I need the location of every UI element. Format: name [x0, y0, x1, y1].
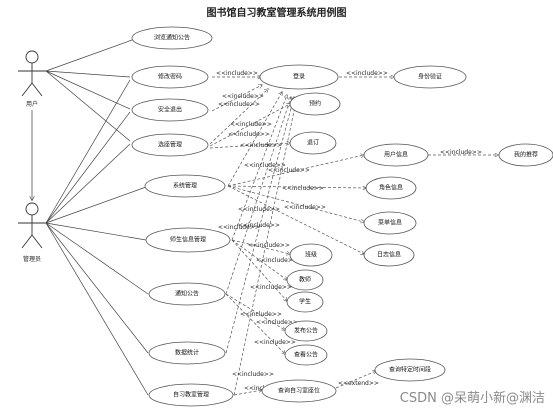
svg-text:查询特定时间段: 查询特定时间段 [389, 366, 431, 374]
usecase-log-info: 日志信息 [363, 243, 415, 267]
svg-text:查看公告: 查看公告 [294, 351, 318, 359]
include-label: <<include>> [238, 222, 280, 229]
include-label: <<include>> [284, 204, 326, 211]
usecase-teacher: 教师 [286, 269, 324, 291]
include-labels: <<include>> <<include>> <<include>> <<in… [216, 70, 482, 392]
watermark: CSDN @呆萌小新@渊洁 [399, 391, 545, 406]
usecase-query-seat: 查询自习室座位 [261, 379, 337, 403]
include-label: <<include>> [268, 167, 310, 174]
include-label: <<include>> [244, 162, 286, 169]
usecase-identity-verification: 身份验证 [393, 65, 467, 89]
actor-admin [18, 202, 46, 249]
include-label: <<include>> [256, 257, 298, 264]
usecase-student: 学生 [286, 291, 324, 313]
svg-text:教师: 教师 [299, 276, 311, 284]
usecase-login: 登录 [259, 64, 339, 90]
actor-user-label: 用户 [26, 100, 38, 108]
usecase-teacher-student-info: 师生信息管理 [145, 227, 231, 253]
usecase-notice-browse: 浏览通知公告 [131, 26, 213, 50]
usecase-view-notice: 查看公告 [284, 344, 328, 366]
usecase-seat-management: 选座管理 [131, 133, 209, 157]
svg-text:菜单信息: 菜单信息 [378, 219, 402, 227]
include-label: <<include>> [238, 206, 280, 213]
include-label: <<include>> [248, 242, 290, 249]
svg-text:查询自习室座位: 查询自习室座位 [278, 387, 320, 395]
svg-text:发布公告: 发布公告 [294, 327, 318, 335]
actor-user [18, 50, 46, 97]
include-label: <<include>> [240, 311, 282, 318]
svg-text:修改密码: 修改密码 [158, 73, 182, 81]
usecase-my-recommendation: 我的推荐 [498, 143, 553, 167]
extend-label: <<extend>> [338, 380, 379, 387]
svg-text:浏览通知公告: 浏览通知公告 [154, 34, 190, 42]
usecase-room-management: 自习教室管理 [148, 383, 234, 407]
usecase-logout: 安全退出 [131, 98, 209, 122]
usecase-user-info: 用户信息 [363, 143, 429, 167]
svg-text:用户信息: 用户信息 [384, 151, 408, 159]
usecase-reserve: 预约 [289, 92, 341, 116]
usecase-publish-notice: 发布公告 [284, 320, 328, 342]
svg-text:学生: 学生 [299, 298, 311, 306]
include-lines [209, 77, 498, 396]
svg-text:选座管理: 选座管理 [158, 141, 182, 149]
include-label: <<include>> [232, 371, 274, 378]
usecase-class: 班级 [289, 243, 333, 267]
svg-text:安全退出: 安全退出 [158, 106, 182, 114]
include-label: <<include>> [218, 101, 260, 108]
svg-text:登录: 登录 [293, 73, 305, 81]
usecase-statistics: 数据统计 [148, 341, 226, 365]
usecase-cancel: 退订 [289, 131, 337, 155]
include-label: <<include>> [440, 149, 482, 156]
actor-admin-label: 管理员 [23, 255, 41, 263]
svg-text:退订: 退订 [307, 139, 319, 147]
include-label: <<include>> [228, 131, 270, 138]
association-lines [45, 39, 149, 396]
svg-text:预约: 预约 [309, 100, 321, 108]
include-label: <<include>> [346, 70, 388, 77]
include-label: <<include>> [216, 70, 258, 77]
include-label: <<include>> [254, 339, 296, 346]
usecase-role-info: 角色信息 [365, 176, 417, 200]
include-label: <<include>> [222, 93, 264, 100]
svg-text:自习教室管理: 自习教室管理 [173, 391, 209, 399]
usecase-change-password: 修改密码 [131, 65, 209, 89]
include-label: <<include>> [218, 224, 260, 231]
svg-text:通知公告: 通知公告 [175, 290, 199, 298]
svg-text:班级: 班级 [305, 251, 317, 259]
usecase-query-time: 查询特定时间段 [374, 358, 446, 382]
include-label: <<include>> [250, 284, 292, 291]
svg-text:师生信息管理: 师生信息管理 [170, 236, 206, 244]
svg-text:身份验证: 身份验证 [418, 73, 442, 81]
svg-text:系统管理: 系统管理 [173, 182, 197, 190]
usecase-menu-info: 菜单信息 [363, 211, 417, 235]
diagram-title: 图书馆自习教室管理系统用例图 [206, 8, 347, 19]
usecase-system-management: 系统管理 [144, 174, 226, 198]
svg-text:数据统计: 数据统计 [175, 349, 199, 357]
svg-text:角色信息: 角色信息 [379, 184, 403, 192]
include-label: <<include>> [256, 319, 298, 326]
include-label: <<include>> [282, 185, 324, 192]
svg-text:日志信息: 日志信息 [377, 251, 401, 259]
include-label: <<include>> [240, 142, 282, 149]
usecase-notice-announcement: 通知公告 [148, 282, 226, 306]
include-label: <<include>> [230, 121, 272, 128]
svg-text:我的推荐: 我的推荐 [514, 151, 538, 159]
